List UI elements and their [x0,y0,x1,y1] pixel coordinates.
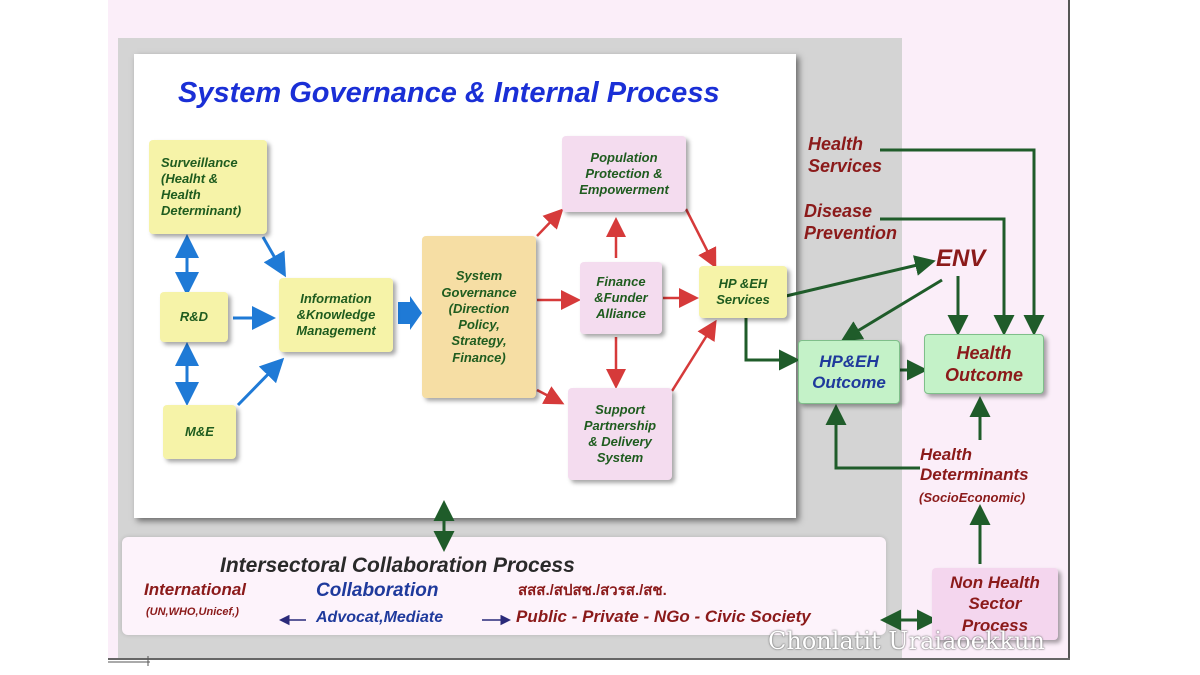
info-box: Information &Knowledge Management [279,278,393,352]
rnd-box: R&D [160,292,228,342]
mne-box: M&E [163,405,236,459]
health-services-label: Health Services [808,134,883,176]
hp-outcome-box: HP&EH Outcome [798,340,900,404]
thai-orgs-label: สสส./สปสช./สวรส./สช. [518,582,667,599]
collaboration-label: Collaboration [316,580,439,601]
health-determinants-label: Health Determinants [920,445,1029,485]
watermark: Chonlatit Uraiaoekkun [768,627,1045,655]
public-private-label: Public - Private - NGo - Civic Society [516,607,811,626]
international-label: International [144,580,247,599]
right-border-line [1068,0,1070,660]
advocat-label: Advocat,Mediate [316,609,444,626]
bottom-border-line [108,658,1070,660]
disease-prevention-label: Disease Prevention [804,201,898,243]
non-health-sector-box: Non Health Sector Process [932,568,1058,640]
intl-orgs-label: (UN,WHO,Unicef,) [146,606,239,618]
support-box: Support Partnership & Delivery System [568,388,672,480]
hp-services-box: HP &EH Services [699,266,787,318]
finance-box: Finance &Funder Alliance [580,262,662,334]
surveillance-box: Surveillance (Healht & Health Determinan… [149,140,267,234]
intersectoral-title: Intersectoral Collaboration Process [220,554,575,577]
diagram-title: System Governance & Internal Process [178,77,720,109]
governance-box: System Governance (Direction Policy, Str… [422,236,536,398]
env-label: ENV [936,245,986,272]
health-outcome-box: Health Outcome [924,334,1044,394]
socioeconomic-label: (SocioEconomic) [919,490,1026,505]
population-box: Population Protection & Empowerment [562,136,686,212]
